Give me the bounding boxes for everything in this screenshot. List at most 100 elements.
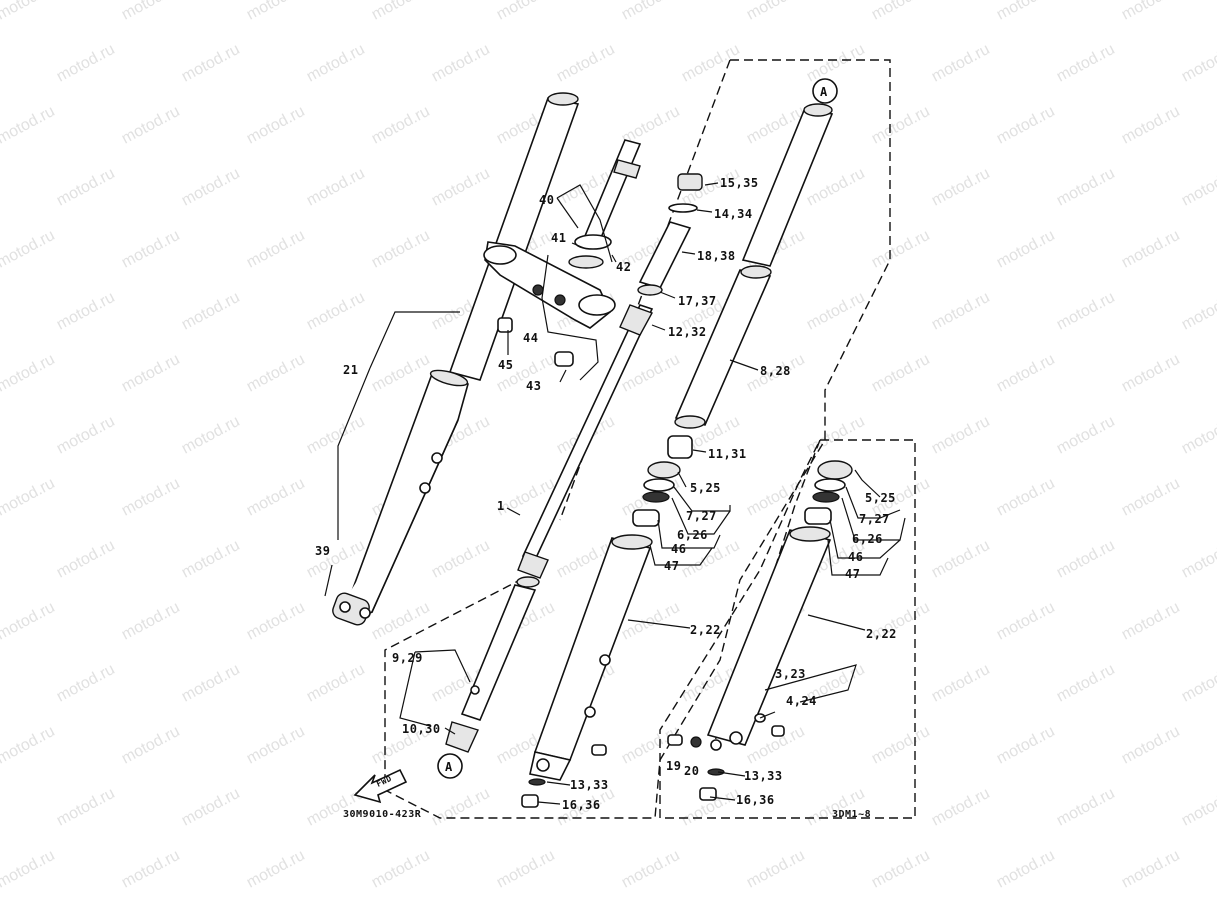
- label-7-27-center: 7,27: [686, 509, 717, 523]
- label-9-29: 9,29: [392, 651, 423, 665]
- watermark-text: motod.ru: [0, 103, 58, 148]
- label-18-38: 18,38: [697, 249, 736, 263]
- watermark-text: motod.ru: [679, 537, 743, 582]
- watermark-text: motod.ru: [869, 0, 933, 24]
- label-6-26-right: 6,26: [852, 532, 883, 546]
- watermark-text: motod.ru: [119, 227, 183, 272]
- watermark-text: motod.ru: [179, 413, 243, 458]
- watermark-text: motod.ru: [369, 0, 433, 24]
- watermark-text: motod.ru: [804, 909, 868, 913]
- watermark-text: motod.ru: [244, 0, 308, 24]
- right-seal-stack: [804, 460, 853, 525]
- label-45: 45: [498, 358, 513, 372]
- label-46-right: 46: [848, 550, 863, 564]
- watermark-text: motod.ru: [744, 847, 808, 892]
- watermark-text: motod.ru: [929, 41, 993, 86]
- watermark-text: motod.ru: [554, 909, 618, 913]
- watermark-text: motod.ru: [244, 847, 308, 892]
- watermark-text: motod.ru: [54, 661, 118, 706]
- watermark-text: motod.ru: [119, 103, 183, 148]
- watermark-text: motod.ru: [804, 41, 868, 86]
- label-40: 40: [539, 193, 554, 207]
- watermark-text: motod.ru: [369, 351, 433, 396]
- label-12-32: 12,32: [668, 325, 707, 339]
- label-7-27-right: 7,27: [859, 512, 890, 526]
- watermark-text: motod.ru: [869, 351, 933, 396]
- watermark-text: motod.ru: [429, 909, 493, 913]
- watermark-text: motod.ru: [179, 537, 243, 582]
- watermark-text: motod.ru: [1179, 41, 1217, 86]
- watermark-text: motod.ru: [369, 103, 433, 148]
- label-44: 44: [523, 331, 538, 345]
- watermark-text: motod.ru: [54, 537, 118, 582]
- label-6-26-center: 6,26: [677, 528, 708, 542]
- watermark-text: motod.ru: [429, 41, 493, 86]
- watermark-text: motod.ru: [1054, 537, 1118, 582]
- watermark-text: motod.ru: [0, 227, 58, 272]
- watermark-text: motod.ru: [0, 0, 58, 24]
- label-13-33-center: 13,33: [570, 778, 609, 792]
- watermark-text: motod.ru: [994, 475, 1058, 520]
- label-15-35: 15,35: [720, 176, 759, 190]
- center-inner-tube: [445, 304, 654, 753]
- watermark-text: motod.ru: [1054, 661, 1118, 706]
- watermark-text: motod.ru: [244, 351, 308, 396]
- watermark-text: motod.ru: [1054, 413, 1118, 458]
- watermark-text: motod.ru: [554, 41, 618, 86]
- watermark-text: motod.ru: [369, 227, 433, 272]
- watermark-text: motod.ru: [429, 785, 493, 830]
- watermark-text: motod.ru: [1119, 599, 1183, 644]
- fork-cap-parts: [619, 173, 703, 336]
- watermark-text: motod.ru: [244, 599, 308, 644]
- watermark-text: motod.ru: [369, 847, 433, 892]
- watermark-text: motod.ru: [929, 661, 993, 706]
- watermark-text: motod.ru: [244, 475, 308, 520]
- watermark-text: motod.ru: [179, 289, 243, 334]
- label-47-center: 47: [664, 559, 679, 573]
- watermark-text: motod.ru: [994, 599, 1058, 644]
- watermark-text: motod.ru: [804, 289, 868, 334]
- middle-seal-stack: [632, 435, 693, 527]
- watermark-text: motod.ru: [1054, 289, 1118, 334]
- watermark-text: motod.ru: [179, 785, 243, 830]
- watermark-text: motod.ru: [119, 0, 183, 24]
- label-43: 43: [526, 379, 541, 393]
- watermark-text: motod.ru: [804, 413, 868, 458]
- watermark-text: motod.ru: [994, 227, 1058, 272]
- watermark-text: motod.ru: [304, 413, 368, 458]
- watermark-text: motod.ru: [1119, 103, 1183, 148]
- watermark-text: motod.ru: [619, 0, 683, 24]
- watermark-text: motod.ru: [244, 227, 308, 272]
- watermark-text: motod.ru: [494, 847, 558, 892]
- watermark-text: motod.ru: [994, 351, 1058, 396]
- label-4-24: 4,24: [786, 694, 817, 708]
- watermark-text: motod.ru: [619, 847, 683, 892]
- watermark-text: motod.ru: [929, 413, 993, 458]
- watermark-text: motod.ru: [119, 723, 183, 768]
- watermark-text: motod.ru: [744, 0, 808, 24]
- label-1: 1: [497, 499, 505, 513]
- watermark-text: motod.ru: [1119, 0, 1183, 24]
- watermark-text: motod.ru: [429, 165, 493, 210]
- watermark-text: motod.ru: [179, 909, 243, 913]
- label-8-28: 8,28: [760, 364, 791, 378]
- watermark-text: motod.ru: [54, 41, 118, 86]
- callout-a-bottom: A: [437, 753, 463, 779]
- watermark-text: motod.ru: [0, 599, 58, 644]
- watermark-text: motod.ru: [244, 723, 308, 768]
- center-outer-tube: [521, 534, 653, 808]
- watermark-text: motod.ru: [804, 785, 868, 830]
- watermark-text: motod.ru: [304, 165, 368, 210]
- fwd-arrow: FWD: [353, 768, 408, 804]
- watermark-text: motod.ru: [929, 909, 993, 913]
- watermark-text: motod.ru: [179, 41, 243, 86]
- watermark-text: motod.ru: [304, 909, 368, 913]
- watermark-text: motod.ru: [0, 475, 58, 520]
- watermark-text: motod.ru: [119, 847, 183, 892]
- watermark-text: motod.ru: [1054, 165, 1118, 210]
- watermark-text: motod.ru: [54, 413, 118, 458]
- watermark-text: motod.ru: [679, 41, 743, 86]
- watermark-text: motod.ru: [0, 723, 58, 768]
